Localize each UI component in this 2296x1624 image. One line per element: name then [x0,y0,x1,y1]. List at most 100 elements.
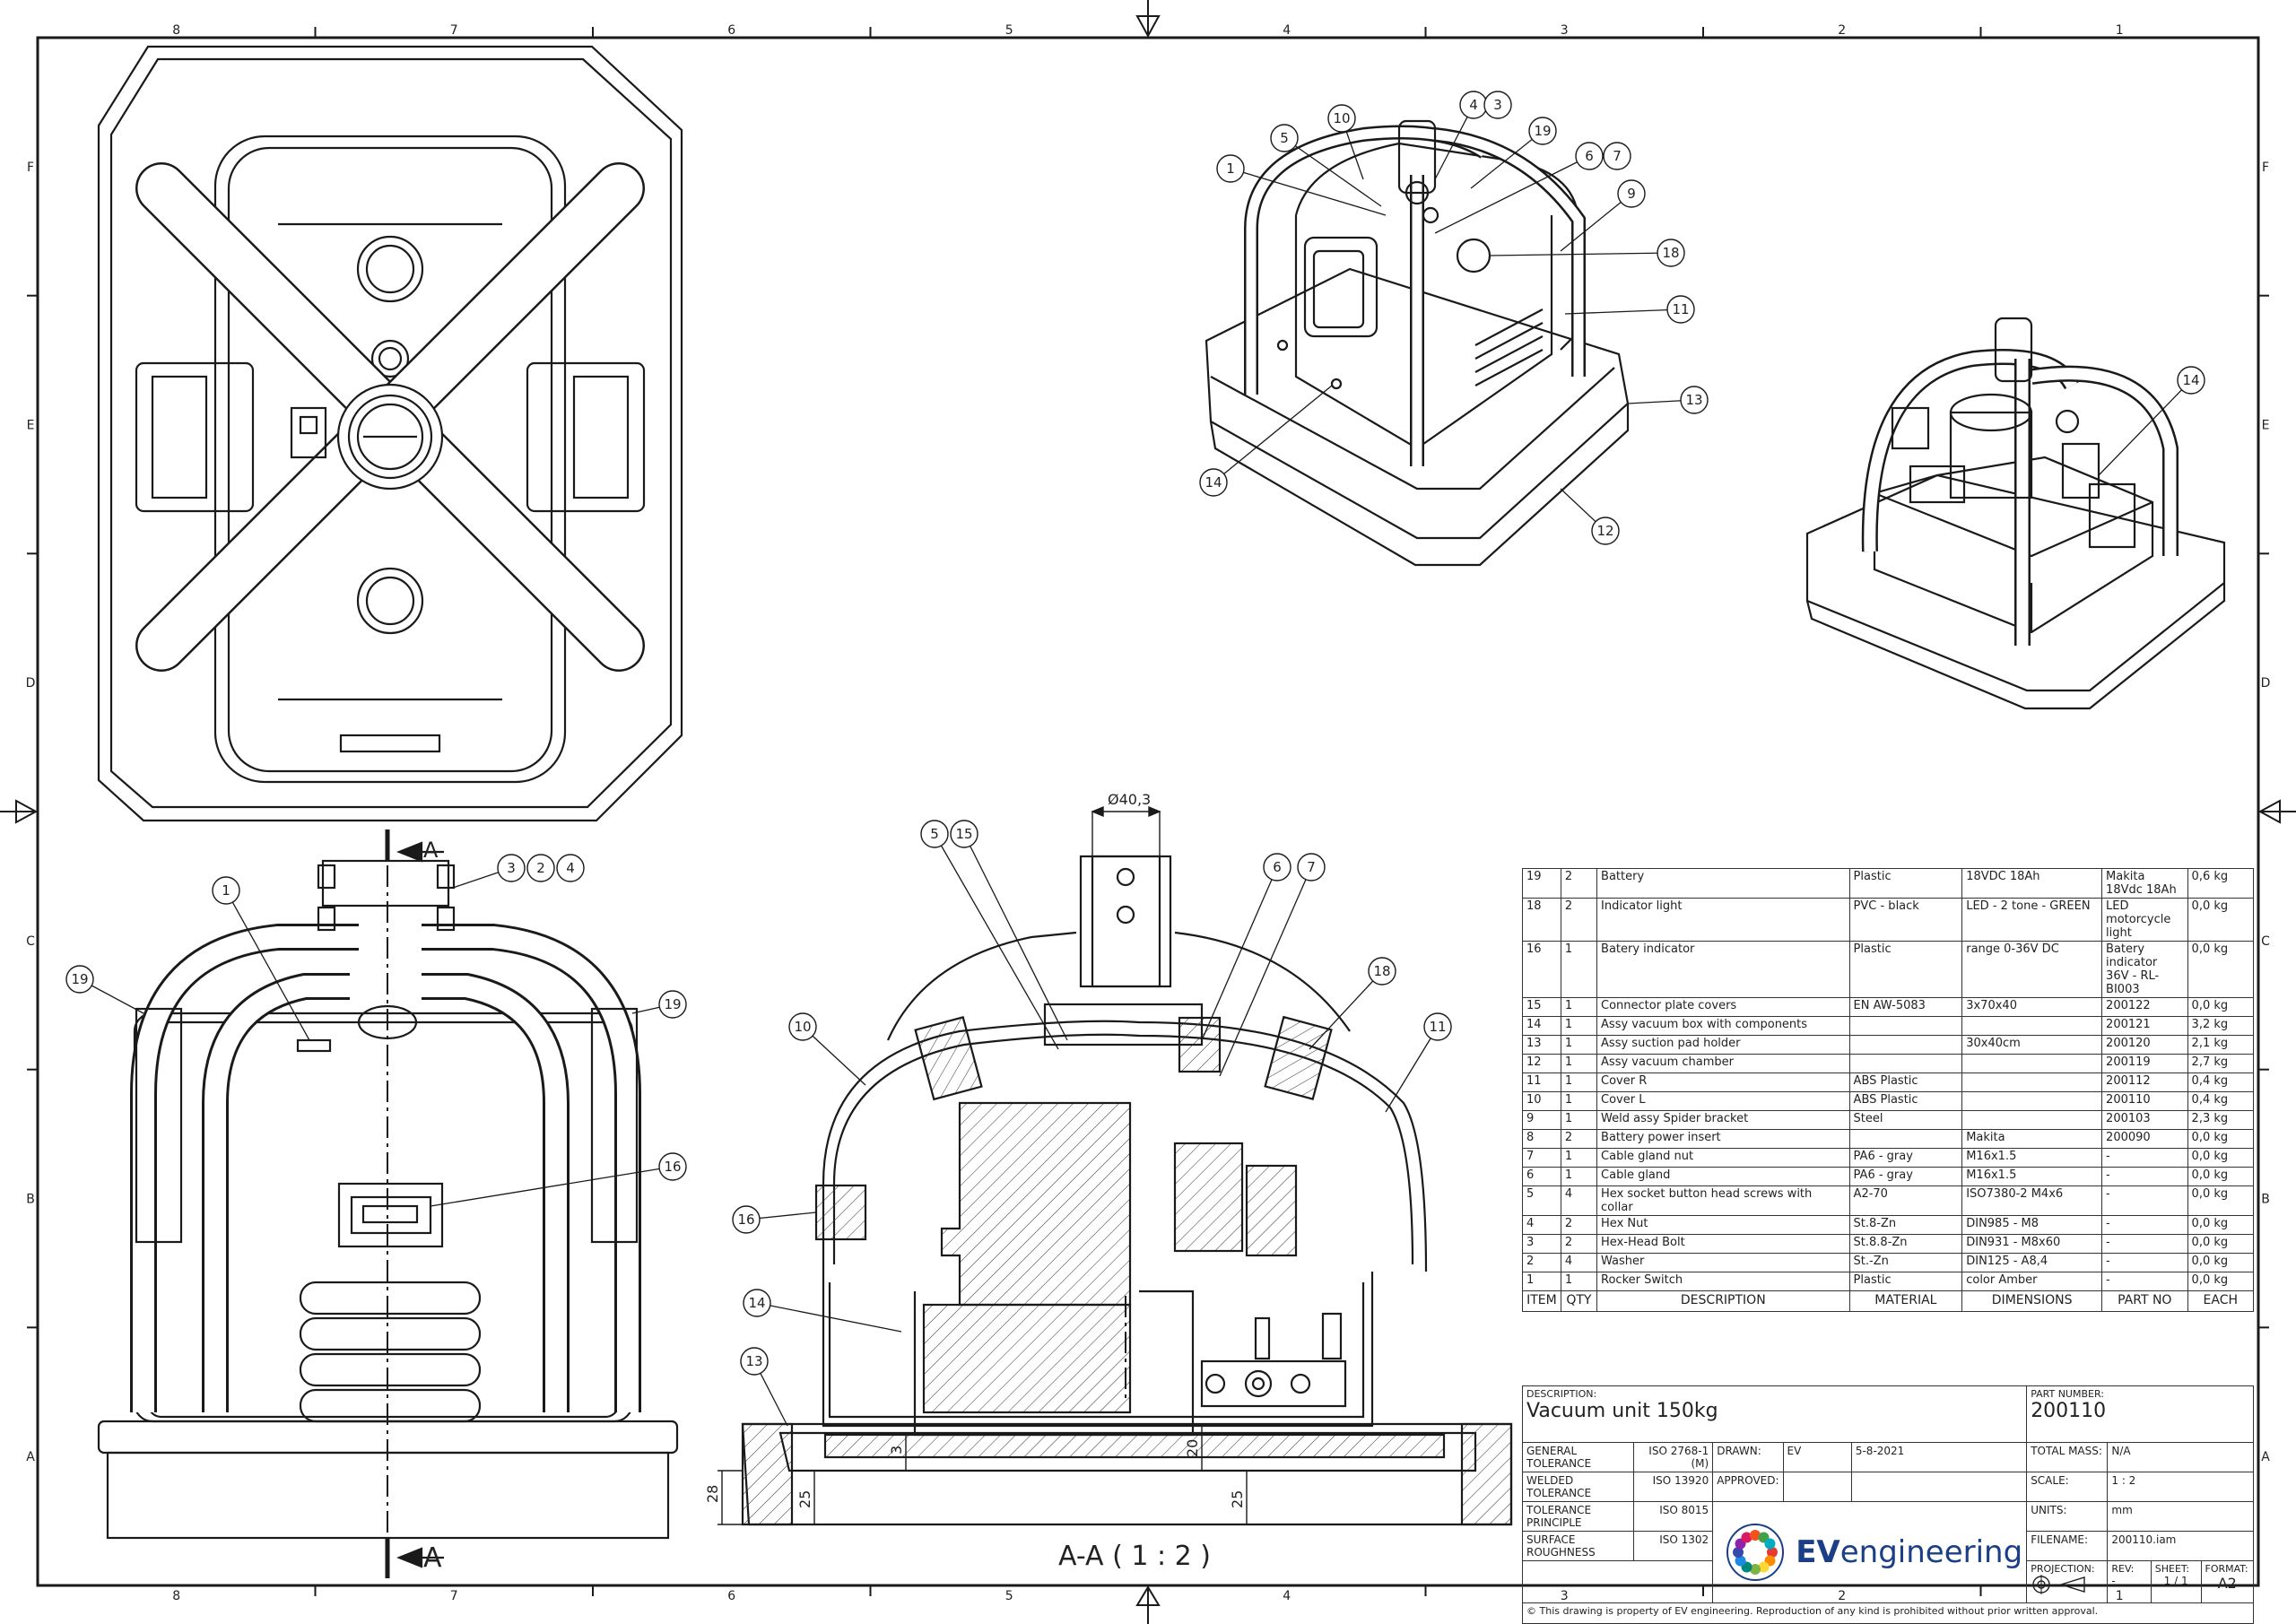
balloon [1199,468,1228,497]
balloon-label: 10 [1333,110,1350,126]
leader-line [1230,168,1387,216]
scale-value: 1 : 2 [2107,1472,2254,1502]
bom-cell-desc: Battery power insert [1596,1129,1850,1149]
bom-cell-part: - [2101,1253,2188,1272]
surface-label: SURFACE ROUGHNESS [1521,1531,1635,1561]
bom-cell-each: 3,2 kg [2187,1016,2255,1036]
leader-line [225,890,310,1041]
filename-value: 200110.iam [2107,1531,2254,1561]
balloon [2177,366,2205,395]
bom-cell-each: 2,7 kg [2187,1054,2255,1073]
bom-cell-qty: 1 [1560,1016,1598,1036]
bom-cell-part: Batery indicator 36V - RL-BI003 [2101,941,2188,998]
balloon-label: 18 [1662,245,1679,261]
balloon [732,1205,761,1234]
bom-cell-part: 200120 [2101,1035,2188,1055]
leader-line [2098,379,2192,476]
bom-cell-dim: DIN125 - A8,4 [1961,1253,2103,1272]
bom-cell-qty: 1 [1560,1091,1598,1111]
bom-cell-each: 0,0 kg [2187,1167,2255,1186]
bom-header-qty: QTY [1560,1290,1598,1312]
section-marker-top: A [423,838,439,863]
balloon-label: 10 [794,1019,811,1035]
bom-cell-mat: Plastic [1848,1272,1963,1291]
bom-cell-mat: PA6 - gray [1848,1148,1963,1168]
bom-cell-desc: Cable gland [1596,1167,1850,1186]
bom-cell-part: Makita 18Vdc 18Ah [2101,868,2188,899]
zone-col-label-top: 2 [1838,23,1846,38]
zone-row-label-left: B [26,1193,35,1207]
logo-cell: EVengineering [1712,1501,2028,1603]
bom-cell-dim: DIN931 - M8x60 [1961,1234,2103,1254]
balloon-label: 1 [222,882,230,899]
bom-cell-mat: Plastic [1848,941,1963,998]
bom-cell-dim: LED - 2 tone - GREEN [1961,898,2103,942]
balloon [658,990,687,1019]
bom-cell-dim [1961,1073,2103,1092]
balloon [1297,853,1326,881]
diameter-dim: Ø40,3 [1108,791,1151,808]
bom-header-material: MATERIAL [1848,1290,1963,1312]
bom-cell-item: 10 [1522,1091,1561,1111]
balloon-label: 4 [1469,97,1478,113]
bom-header-row: ITEM QTY DESCRIPTION MATERIAL DIMENSIONS… [1522,1290,2255,1312]
units-value: mm [2107,1501,2254,1532]
bom-cell-mat [1848,1035,1963,1055]
balloon-label: 7 [1307,859,1316,875]
bom-cell-each: 0,0 kg [2187,997,2255,1017]
balloon-label: 2 [536,860,545,876]
gen-tol-value: ISO 2768-1 (M) [1633,1442,1714,1472]
approved-date [1850,1472,2028,1502]
bom-cell-desc: Cover R [1596,1073,1850,1092]
bom-cell-dim: range 0-36V DC [1961,941,2103,998]
section-title: A-A ( 1 : 2 ) [1058,1541,1211,1572]
zone-row-label-left: C [26,934,35,949]
balloon-label: 11 [1672,301,1689,317]
drawn-date: 5-8-2021 [1850,1442,2028,1472]
bom-cell-part: - [2101,1215,2188,1235]
leader-line [1309,970,1383,1050]
balloon-label: 9 [1627,186,1636,202]
bom-cell-each: 2,3 kg [2187,1110,2255,1130]
bom-cell-desc: Cover L [1596,1091,1850,1111]
balloon [1657,239,1685,267]
drawn-label: DRAWN: [1712,1442,1784,1472]
bom-cell-qty: 2 [1560,1234,1598,1254]
balloon-label: 11 [1429,1019,1446,1035]
front-view [97,829,679,1578]
bom-cell-item: 15 [1522,997,1561,1017]
bom-cell-desc: Weld assy Spider bracket [1596,1110,1850,1130]
bom-cell-dim: Makita [1961,1129,2103,1149]
projection-label: PROJECTION: [2031,1563,2095,1575]
bom-cell-each: 0,0 kg [2187,1129,2255,1149]
bom-cell-mat: St.8.8-Zn [1848,1234,1963,1254]
dim-20: 20 [1184,1439,1201,1457]
bom-cell-item: 13 [1522,1035,1561,1055]
bom-cell-desc: Assy vacuum chamber [1596,1054,1850,1073]
zone-col-label-top: 3 [1561,23,1569,38]
balloon [1575,142,1604,170]
tol-principle-label: TOLERANCE PRINCIPLE [1521,1501,1635,1532]
bom-cell-part: 200103 [2101,1110,2188,1130]
bom-cell-item: 11 [1522,1073,1561,1092]
balloon [1528,117,1557,145]
balloon [65,965,94,994]
bom-cell-item: 8 [1522,1129,1561,1149]
bom-cell-desc: Rocker Switch [1596,1272,1850,1291]
balloon-label: 15 [955,826,972,842]
bom-cell-item: 3 [1522,1234,1561,1254]
balloon [658,1152,687,1181]
balloon-label: 19 [664,996,681,1012]
zone-row-label-right: F [2262,161,2269,175]
bom-cell-item: 9 [1522,1110,1561,1130]
bom-cell-desc: Cable gland nut [1596,1148,1850,1168]
top-view [97,45,683,822]
bom-cell-mat: Plastic [1848,868,1963,899]
leader-line [934,833,1059,1050]
logo-dot [1733,1547,1744,1558]
